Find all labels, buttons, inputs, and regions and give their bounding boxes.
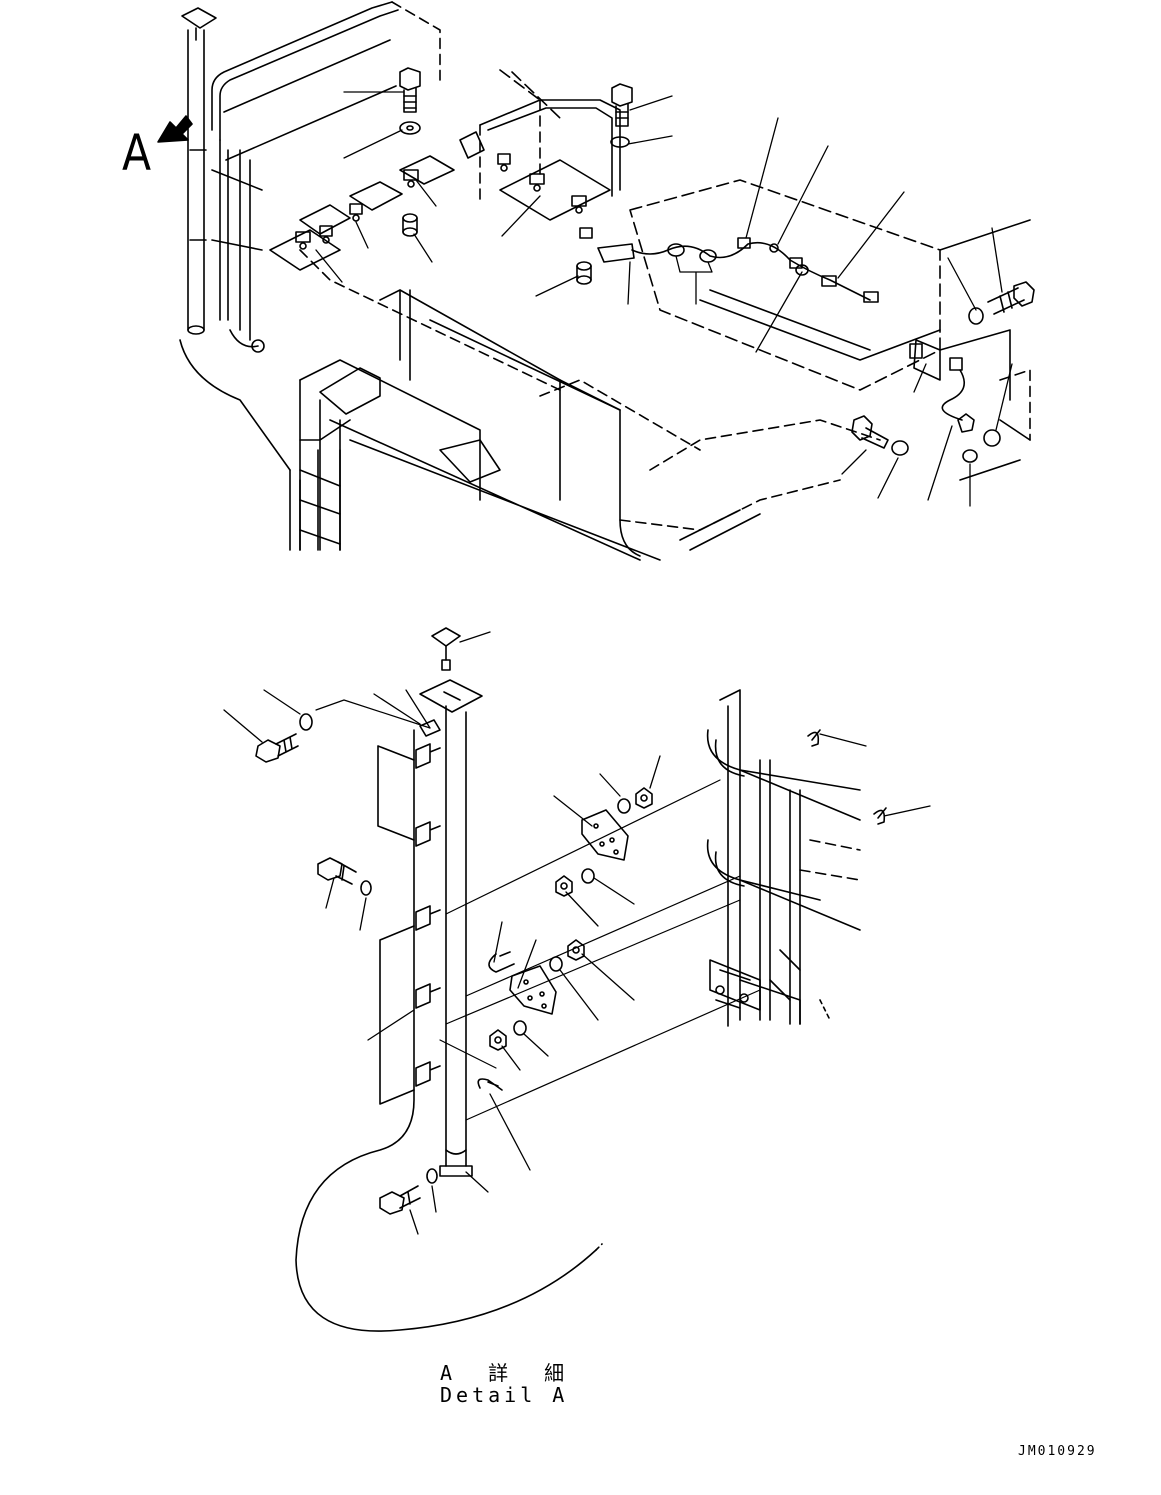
antenna-pole-detail [439,705,473,1177]
cab-frame-outline [179,249,881,561]
washer-detail-mid [360,880,372,896]
detail-caption-japanese: A 詳 細 [440,1361,577,1385]
clamp-group-upper [377,745,415,841]
u-clip-upper [488,951,515,973]
stay-plate-upper [581,809,629,861]
alignment-lines [315,699,761,1121]
handrail-left-post [211,139,265,353]
bolt-right-lower [851,415,889,449]
bolt-right-upper [987,281,1035,315]
antenna-head [431,627,461,671]
pole-top-plate [419,679,483,713]
antenna-pole [181,7,217,335]
washer-right-lower [891,440,909,456]
antenna-cable-lower [295,729,597,1332]
bolt-top-center [611,83,633,127]
ladder [299,439,341,551]
bolt-detail-bottom [379,1185,421,1215]
washer-top-center [610,136,630,148]
washer-right-upper [968,307,984,325]
clamp-group-lower [379,925,415,1105]
bolt-top-left [399,67,421,113]
leader-lines-upper [315,91,1013,507]
clip-right-lower [957,413,1001,463]
pole-clamps [415,719,441,1087]
washer-detail-top [299,713,313,731]
detail-caption-english: Detail A [440,1383,569,1407]
stay-plate-lower [509,965,557,1015]
r-pin-right-lower [873,807,887,825]
nuts-and-washers [489,787,653,1051]
bolt-detail-top [255,733,299,763]
rail-frame-detail [706,689,861,1027]
spacer-top-center [576,261,592,285]
cable-clamps [295,153,963,371]
right-cover-box [629,179,1031,481]
washer-top-left [399,121,421,135]
upper-assembly-view [157,1,1035,561]
cable-bracket-right [913,339,941,381]
handrail-rear [211,1,621,201]
u-clip-lower [477,1078,503,1091]
spacer-top-left [402,213,418,237]
view-label-a: A [122,124,152,182]
bolt-detail-mid [317,857,357,885]
view-a-arrow [157,115,193,143]
leader-lines-detail [223,631,931,1235]
antenna-cable-upper [631,241,966,421]
r-pin-right-upper [807,729,821,747]
cable-clamp-plates [269,131,635,271]
drawing-number: JM010929 [1018,1444,1097,1459]
detail-a-view [223,627,931,1332]
washer-detail-bottom [426,1168,438,1184]
